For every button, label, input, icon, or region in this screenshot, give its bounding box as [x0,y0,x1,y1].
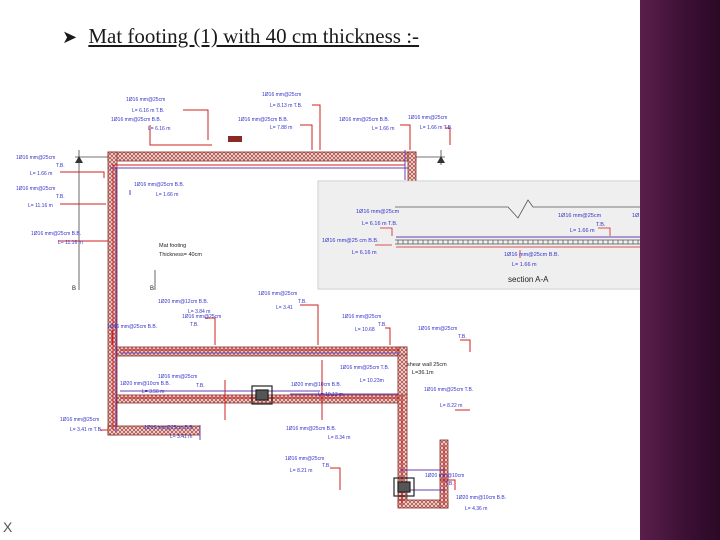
section-rebar-label-8: 1Ø16 mm@25 cm B.B. [322,238,379,244]
plan-rebar-label-2: 1Ø16 mm@25cm [262,92,301,98]
slide-title-text: Mat footing (1) with 40 cm thickness :- [88,24,420,48]
section-rebar-label-5: 1Ø16 mm@25cm [632,213,640,219]
columns [228,136,415,497]
plan-rebar-label-19: L= 1.66 m [156,192,178,198]
rebar-red [58,104,471,505]
plan-rebar-label-5: L= 6.16 m [148,126,170,132]
plan-rebar-label-12: 1Ø16 mm@25cm [16,155,55,161]
plan-rebar-label-57: L= 4.36 m [465,506,487,512]
plan-rebar-label-34: T.B. [458,334,467,340]
footer-x-mark: X [3,519,13,535]
rebar-purple [110,150,445,491]
plan-rebar-label-42: L= 10.13 m [318,392,343,398]
plan-rebar-label-52: T.B. [322,463,331,469]
mat-footing-drawing: Mat footing Thickness= 40cm shear wall 2… [16,92,640,512]
section-a-a-panel: 1Ø16 mm@25cm L= 6.16 m T.B. 1Ø16 mm@25cmL=… [317,180,640,290]
section-rebar-label-0: 1Ø16 mm@25cm [356,209,400,215]
plan-rebar-label-18: 1Ø16 mm@25cm B.B. [134,182,184,188]
grid-label-right: B [150,286,154,292]
plan-rebar-label-46: L= 3.41 m T.B. [70,427,102,433]
plan-rebar-label-23: L= 3.41 [276,305,293,311]
section-rebar-label-2: 1Ø16 mm@25cm [558,213,602,219]
plan-rebar-label-55: T.B. [445,481,454,487]
section-rebar-labels: 1Ø16 mm@25cm L= 6.16 m T.B. 1Ø16 mm@25cmL=… [322,209,640,268]
plan-rebar-label-27: 1Ø16 mm@25cm [182,314,221,320]
plan-rebar-label-36: 1Ø16 mm@25cm [158,374,197,380]
plan-rebar-label-24: T.B. [298,299,307,305]
grid-markers [75,156,445,163]
plan-rebar-label-51: 1Ø16 mm@25cm [285,456,324,462]
plan-rebar-label-1: L= 6.16 m T.B. [132,108,164,114]
plan-rebar-label-26: L= 3.84 m [188,309,210,315]
plan-rebar-label-43: 1Ø16 mm@25cm T.B. [424,387,473,393]
grid-label-left: B [72,286,76,292]
plan-rebar-label-44: L= 8.22 m [440,403,462,409]
shear-wall [397,354,408,396]
footing-note-line-2: Thickness= 40cm [159,252,202,258]
plan-rebar-label-37: 1Ø20 mm@10cm B.B. [120,381,170,387]
plan-rebar-label-39: L= 3.56 m [142,389,164,395]
plan-rebar-label-10: 1Ø16 mm@25cm [408,115,447,121]
plan-rebar-label-9: L= 1.66 m [372,126,394,132]
plan-rebar-label-7: L= 7.88 m [270,125,292,131]
plan-rebar-label-47: 1Ø16 mm@25cm B.B. [144,425,194,431]
plan-rebar-label-14: L= 1.66 m [30,171,52,177]
plan-rebar-label-54: 1Ø20 mm@10cm [425,473,464,479]
plan-rebar-label-15: 1Ø16 mm@25cm [16,186,55,192]
plan-rebar-label-40: 1Ø20 mm@10cm B.B. [291,382,341,388]
plan-rebar-label-35: 1Ø16 mm@25cm T.B. [340,365,389,371]
plan-rebar-label-38: T.B. [196,383,205,389]
plan-rebar-label-13: T.B. [56,163,65,169]
plan-rebar-label-22: 1Ø16 mm@25cm [258,291,297,297]
section-rebar-label-10: 1Ø16 mm@25cm B.B. [504,252,560,258]
plan-rebar-label-48: L= 3.41 m [170,434,192,440]
plan-rebar-label-17: L= 11.16 m [28,203,53,209]
plan-rebar-label-25: 1Ø20 mm@12cm B.B. [158,299,208,305]
slide-title: ➤ Mat footing (1) with 40 cm thickness :… [62,24,419,49]
section-rebar-label-1: L= 6.16 m T.B. [362,221,398,227]
plan-rebar-label-16: T.B. [56,194,65,200]
plan-rebar-label-56: 1Ø20 mm@10cm B.B. [456,495,506,501]
plan-rebar-label-11: L= 1.66 m T.B. [420,125,452,131]
plan-rebar-label-50: L= 8.34 m [328,435,350,441]
plan-rebar-label-30: 1Ø16 mm@25cm [342,314,381,320]
footing-note-line-1: Mat footing [159,243,186,249]
section-rebar-label-3: L= 1.66 m [570,228,595,234]
shear-wall-note-line-2: L=36.1m [412,370,434,376]
arrow-bullet-icon: ➤ [62,27,78,48]
plan-rebar-label-4: 1Ø16 mm@25cm B.B. [111,117,161,123]
decorative-sidebar [640,0,720,540]
plan-rebar-label-53: L= 8.21 m [290,468,312,474]
plan-rebar-label-8: 1Ø16 mm@25cm B.B. [339,117,389,123]
plan-rebar-label-28: 1Ø16 mm@25cm B.B. [107,324,157,330]
shear-wall-note-line-1: shear wall 25cm [407,362,447,368]
section-rebar-label-4: T.B. [596,222,606,228]
plan-rebar-label-31: L= 10.68 [355,327,375,333]
plan-rebar-label-49: 1Ø16 mm@25cm B.B. [286,426,336,432]
plan-rebar-label-0: 1Ø16 mm@25cm [126,97,165,103]
plan-rebar-label-32: T.B. [378,322,387,328]
section-title: section A-A [508,275,549,284]
plan-rebar-label-29: T.B. [190,322,199,328]
plan-rebar-label-33: 1Ø16 mm@25cm [418,326,457,332]
plan-rebar-label-6: 1Ø16 mm@25cm B.B. [238,117,288,123]
plan-rebar-label-3: L= 8.13 m T.B. [270,103,302,109]
section-rebar-label-9: L= 6.16 m [352,250,377,256]
plan-rebar-label-41: L= 10.23m [360,378,384,384]
plan-rebar-label-21: L= 11.16 m [58,240,83,246]
plan-rebar-label-20: 1Ø16 mm@25cm B.B. [31,231,81,237]
section-rebar-label-11: L= 1.66 m [512,262,537,268]
plan-rebar-label-45: 1Ø16 mm@25cm [60,417,99,423]
